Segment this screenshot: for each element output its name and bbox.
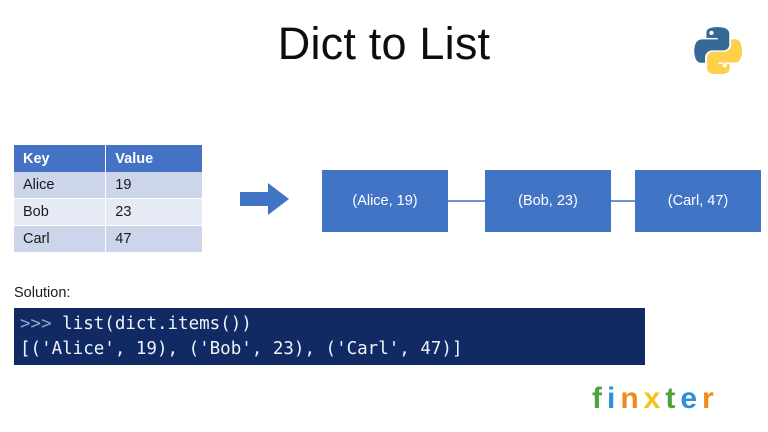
node-label: (Bob, 23) xyxy=(518,193,578,209)
list-item: (Alice, 19) xyxy=(322,170,448,232)
brand-letter-4: t xyxy=(665,382,681,415)
node-connector xyxy=(611,200,635,202)
cell-value: 19 xyxy=(105,172,202,199)
code-command: list(dict.items()) xyxy=(62,314,252,334)
brand-letter-2: n xyxy=(620,382,644,415)
code-prompt: >>> xyxy=(20,314,63,334)
node-label: (Alice, 19) xyxy=(352,193,418,209)
code-output: [('Alice', 19), ('Bob', 23), ('Carl', 47… xyxy=(20,339,463,359)
page-title: Dict to List xyxy=(277,18,491,69)
column-header-value: Value xyxy=(105,145,202,172)
solution-label: Solution: xyxy=(14,285,71,301)
node-connector xyxy=(448,200,485,202)
brand-letter-1: i xyxy=(607,382,621,415)
table-row: Carl 47 xyxy=(14,225,202,253)
node-label: (Carl, 47) xyxy=(667,193,729,209)
brand-letter-0: f xyxy=(592,382,607,415)
table-header-row: Key Value xyxy=(14,145,202,172)
column-header-key: Key xyxy=(14,145,106,172)
code-block: >>> list(dict.items()) [('Alice', 19), (… xyxy=(14,308,645,365)
cell-key: Alice xyxy=(14,172,106,199)
brand-letter-3: x xyxy=(643,382,666,415)
python-logo-icon xyxy=(694,22,743,75)
key-value-table: Key Value Alice 19 Bob 23 Carl 47 xyxy=(14,145,202,253)
finxter-logo: finxter xyxy=(592,382,719,416)
list-item: (Bob, 23) xyxy=(485,170,611,232)
brand-letter-5: e xyxy=(680,382,703,415)
cell-key: Bob xyxy=(14,198,106,226)
list-item: (Carl, 47) xyxy=(635,170,761,232)
table-row: Alice 19 xyxy=(14,172,202,199)
right-arrow-icon xyxy=(240,182,290,216)
cell-key: Carl xyxy=(14,225,106,253)
cell-value: 47 xyxy=(105,225,202,253)
table-row: Bob 23 xyxy=(14,198,202,226)
cell-value: 23 xyxy=(105,198,202,226)
brand-letter-6: r xyxy=(702,382,719,415)
